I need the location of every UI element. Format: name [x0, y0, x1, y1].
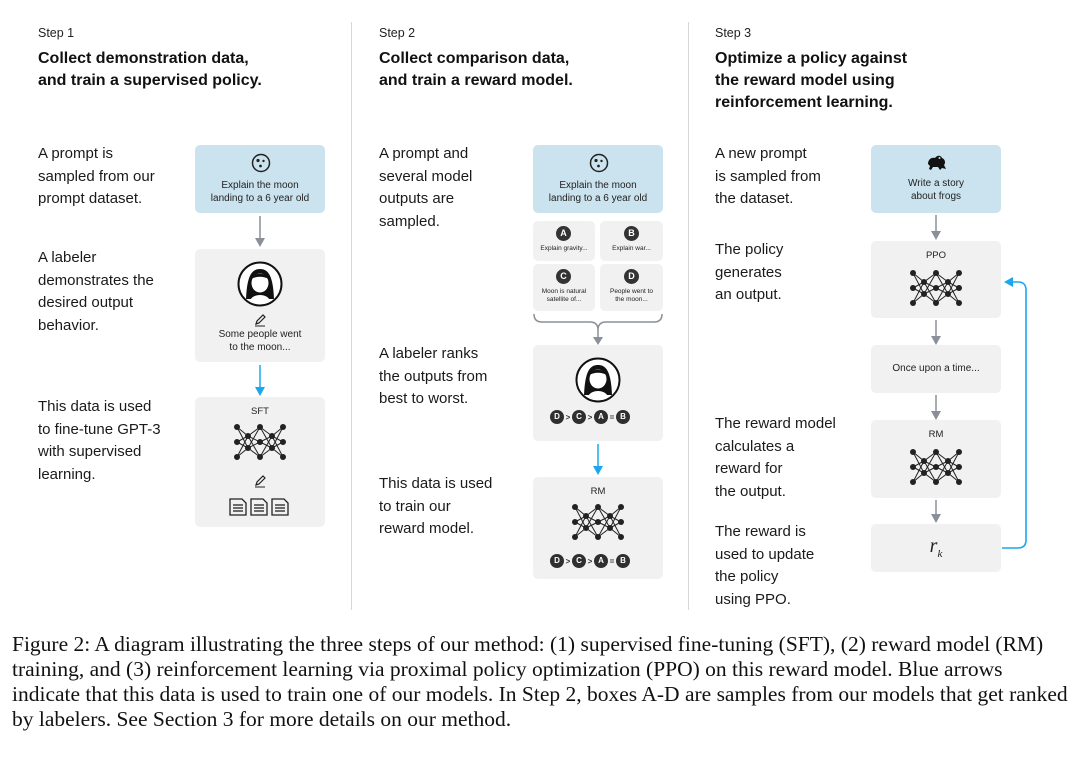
step-1-sft-box: SFT: [195, 397, 325, 527]
step-3-ppo-box: PPO: [871, 241, 1001, 318]
neural-network-icon: [910, 270, 962, 306]
rank-op-3: =: [609, 556, 615, 566]
figure-caption: Figure 2: A diagram illustrating the thr…: [12, 632, 1068, 731]
step-1-demo-text-2: to the moon...: [229, 341, 291, 353]
step-3-label: Step 3: [715, 26, 752, 40]
rank-b: B: [616, 554, 630, 568]
reward-symbol: rk: [929, 535, 943, 560]
sample-a-box: A Explain gravity...: [533, 221, 595, 261]
pencil-icon: [255, 314, 266, 327]
ppo-model-label: PPO: [925, 250, 947, 261]
rank-b: B: [616, 410, 630, 424]
labeler-avatar-icon: [237, 261, 283, 307]
rank-a: A: [594, 554, 608, 568]
brace-arrow-icon: [533, 313, 663, 345]
step-2-prompt-text-1: Explain the moon: [559, 180, 637, 191]
step-1-demo-box: Some people went to the moon...: [195, 249, 325, 362]
column-divider-1: [351, 22, 352, 610]
step-3-reward-box: rk: [871, 524, 1001, 572]
ranking-row: D>C>A=B: [550, 554, 630, 568]
sample-b-text: Explain war...: [612, 245, 651, 252]
moon-icon: [251, 153, 271, 173]
step-3-output-text: Once upon a time...: [892, 363, 980, 374]
rank-op-2: >: [587, 412, 593, 422]
step-3-title: Optimize a policy against the reward mod…: [715, 50, 908, 111]
step-3-rm-box: RM: [871, 420, 1001, 498]
step-2-rm-box: RM D>C>A=B: [533, 477, 663, 579]
rm-model-label: RM: [590, 486, 606, 497]
step-1-prompt-box: Explain the moon landing to a 6 year old: [195, 145, 325, 213]
sample-b-box: B Explain war...: [600, 221, 663, 261]
step-2-label: Step 2: [379, 26, 416, 40]
step-1-title: Collect demonstration data, and train a …: [38, 50, 262, 89]
neural-network-icon: [234, 424, 286, 460]
rank-op-1: >: [565, 412, 571, 422]
rank-op-1: >: [565, 556, 571, 566]
step-2-title: Collect comparison data, and train a rew…: [379, 50, 573, 89]
step-3-output-box: Once upon a time...: [871, 345, 1001, 393]
sample-b-letter: B: [624, 226, 639, 241]
column-divider-2: [688, 22, 689, 610]
sft-model-label: SFT: [251, 406, 269, 417]
documents-icon: [229, 498, 289, 516]
step-3-prompt-text-1: Write a story: [908, 178, 964, 189]
pencil-icon: [255, 475, 266, 488]
labeler-avatar-icon: [575, 357, 621, 403]
step-1-prompt-text-1: Explain the moon: [221, 180, 299, 191]
step-1-label: Step 1: [38, 26, 75, 40]
frog-icon: [928, 155, 946, 170]
blue-arrow-down-icon: [593, 444, 603, 475]
arrow-down-icon: [931, 320, 941, 345]
step-3-rm-label: RM: [928, 429, 944, 440]
blue-arrow-down-icon: [255, 365, 265, 396]
rank-op-3: =: [609, 412, 615, 422]
step-1-prompt-text-2: landing to a 6 year old: [210, 192, 310, 204]
sample-d-letter: D: [624, 269, 639, 284]
rank-c: C: [572, 554, 586, 568]
step-2-ranking-box: D>C>A=B: [533, 345, 663, 441]
rank-c: C: [572, 410, 586, 424]
rank-a: A: [594, 410, 608, 424]
arrow-down-icon: [931, 395, 941, 420]
rank-d: D: [550, 410, 564, 424]
blue-feedback-arrow-icon: [1002, 277, 1027, 549]
step-1-demo-text-1: Some people went: [218, 329, 302, 340]
rank-d: D: [550, 554, 564, 568]
sample-a-text: Explain gravity...: [540, 245, 588, 252]
arrow-down-icon: [931, 215, 941, 240]
sample-a-letter: A: [556, 226, 571, 241]
arrow-down-icon: [931, 500, 941, 523]
rank-op-2: >: [587, 556, 593, 566]
arrow-down-icon: [255, 216, 265, 247]
neural-network-icon: [910, 449, 962, 485]
ranking-row: D>C>A=B: [550, 410, 630, 424]
moon-icon: [589, 153, 609, 173]
step-3-prompt-box: Write a story about frogs: [871, 145, 1001, 213]
sample-c-letter: C: [556, 269, 571, 284]
step-2-prompt-box: Explain the moon landing to a 6 year old: [533, 145, 663, 213]
step-2-prompt-text-2: landing to a 6 year old: [548, 192, 648, 204]
neural-network-icon: [572, 504, 624, 540]
step-3-prompt-text-2: about frogs: [910, 190, 962, 202]
